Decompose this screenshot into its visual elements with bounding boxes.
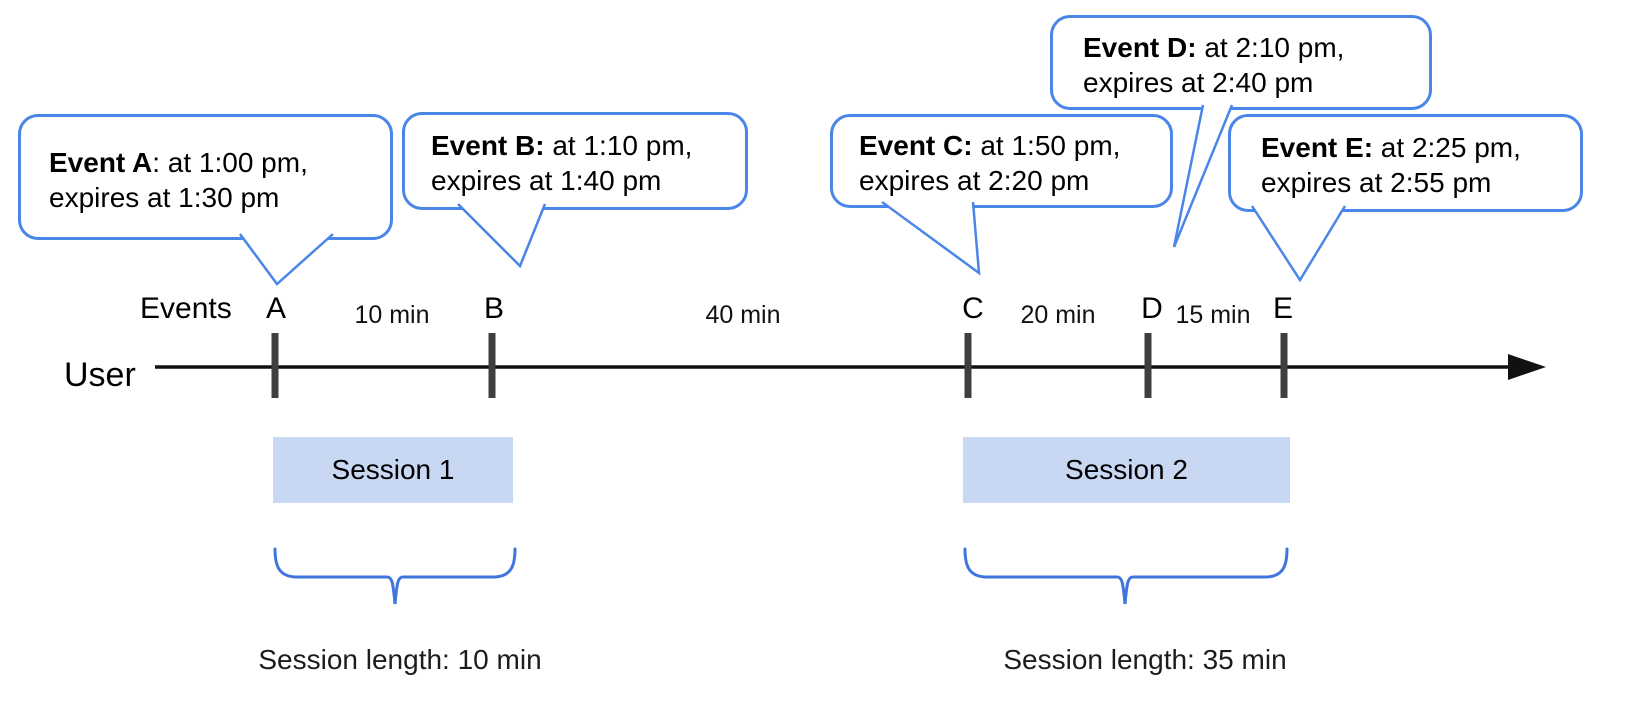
session-2-box: Session 2 [963, 437, 1290, 503]
event-e-bubble: Event E: at 2:25 pm, expires at 2:55 pm [1228, 114, 1583, 212]
session-2-brace [963, 547, 1289, 605]
event-c-text-line2: expires at 2:20 pm [859, 165, 1090, 196]
timeline-arrowhead-icon [1508, 354, 1546, 380]
event-a-bubble-tail [238, 233, 334, 286]
tick-label-a: A [265, 292, 287, 325]
tick-label-d: D [1141, 292, 1163, 325]
event-a-bubble: Event A: at 1:00 pm, expires at 1:30 pm [18, 114, 393, 240]
session-1-box: Session 1 [273, 437, 513, 503]
event-d-bubble-tail [1172, 104, 1234, 248]
event-b-text-line1: Event B: at 1:10 pm, [431, 130, 693, 161]
interval-label-d-e: 15 min [1175, 301, 1251, 329]
event-c-bubble: Event C: at 1:50 pm, expires at 2:20 pm [830, 114, 1173, 208]
tick-a [271, 333, 279, 398]
event-a-text-line1: Event A: at 1:00 pm, [49, 147, 308, 178]
event-e-text-line2: expires at 2:55 pm [1261, 167, 1492, 198]
user-axis-label: User [64, 356, 136, 394]
tick-label-e: E [1272, 292, 1294, 325]
interval-label-b-c: 40 min [705, 301, 781, 329]
event-c-text-line1: Event C: at 1:50 pm, [859, 130, 1121, 161]
event-e-text-line1: Event E: at 2:25 pm, [1261, 132, 1521, 163]
event-c-bubble-tail [881, 200, 981, 276]
tick-label-c: C [962, 292, 984, 325]
event-b-text-line2: expires at 1:40 pm [431, 165, 662, 196]
events-axis-label: Events [140, 292, 232, 325]
tick-e [1280, 333, 1288, 398]
interval-label-c-d: 20 min [1020, 301, 1096, 329]
event-b-bubble: Event B: at 1:10 pm, expires at 1:40 pm [402, 112, 748, 210]
event-b-bubble-tail [457, 203, 547, 269]
interval-label-a-b: 10 min [354, 301, 430, 329]
event-d-text-line1: Event D: at 2:10 pm, [1083, 32, 1345, 63]
event-a-text-line2: expires at 1:30 pm [49, 182, 280, 213]
event-d-text-line2: expires at 2:40 pm [1083, 67, 1314, 98]
event-e-bubble-tail [1250, 205, 1347, 283]
session-1-length-label: Session length: 10 min [258, 644, 542, 675]
tick-label-b: B [483, 292, 505, 325]
session-1-label: Session 1 [331, 454, 455, 485]
tick-b [488, 333, 496, 398]
tick-c [964, 333, 972, 398]
session-2-length-label: Session length: 35 min [1003, 644, 1287, 675]
session-1-brace [273, 547, 517, 605]
tick-d [1144, 333, 1152, 398]
session-2-label: Session 2 [1065, 454, 1188, 485]
event-d-bubble: Event D: at 2:10 pm, expires at 2:40 pm [1050, 15, 1432, 110]
